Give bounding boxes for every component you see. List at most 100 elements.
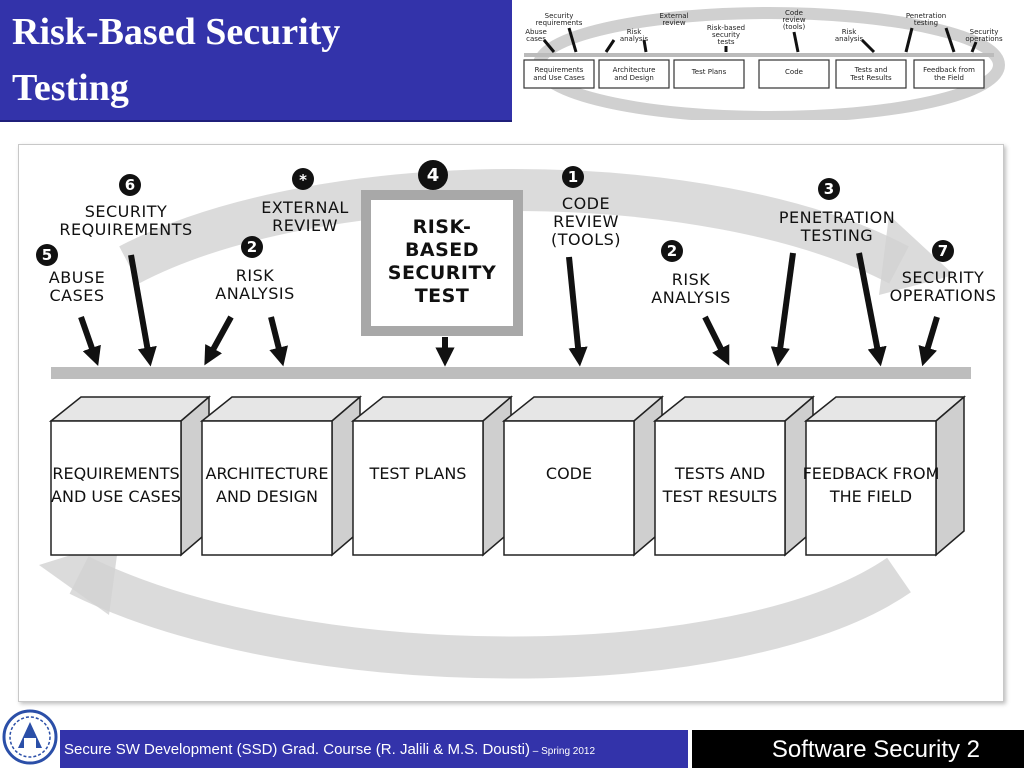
box-test-plans	[350, 395, 514, 557]
arrow-risk-analysis-2	[702, 315, 730, 366]
box-architecture	[199, 395, 363, 557]
arrow-penetration-testing-b	[856, 252, 887, 367]
footer-slide-label: Software Security 2	[771, 736, 980, 763]
thumb-box	[758, 59, 830, 89]
badge-asterisk-text: *	[299, 171, 307, 189]
thumb-box-label: Tests and	[854, 66, 888, 74]
footer-semester: – Spring 2012	[529, 746, 596, 757]
footer-paren: )	[524, 741, 530, 758]
thumb-box-label: Architecture	[613, 66, 656, 74]
footer-bar	[60, 730, 688, 768]
badge-3	[818, 178, 840, 200]
label-risk-analysis-2-l2: ANALYSIS	[651, 288, 730, 307]
thumb-box-label: Requirements	[535, 66, 584, 74]
box-requirements	[48, 395, 212, 557]
arrow-risk-analysis-1b	[268, 316, 288, 367]
box-label: TEST PLANS	[369, 464, 467, 483]
thumb-box-label: and Design	[614, 74, 654, 82]
badge-3-text: 3	[824, 180, 834, 198]
badge-4	[418, 160, 448, 190]
badge-5-text: 5	[42, 246, 52, 264]
thumb-shelf	[524, 53, 994, 57]
thumb-label: Security	[970, 28, 999, 36]
label-rbst-l3: SECURITY	[388, 262, 496, 284]
touchpoint-labels: SECURITY REQUIREMENTS ABUSE CASES EXTERN…	[49, 194, 997, 307]
thumb-label: testing	[914, 19, 938, 27]
shelf-bar	[51, 367, 971, 379]
thumb-label: Security	[545, 12, 574, 20]
badge-asterisk	[292, 168, 314, 190]
label-risk-analysis-1-l1: RISK	[236, 266, 274, 285]
footer-right-box	[692, 730, 1024, 768]
thumb-label: review	[662, 19, 685, 27]
badge-2a-text: 2	[247, 238, 257, 256]
badge-1	[562, 166, 584, 188]
thumb-label: Risk	[627, 28, 642, 36]
badge-2b	[661, 240, 683, 262]
label-risk-analysis-1-l2: ANALYSIS	[215, 284, 294, 303]
box-code	[501, 395, 665, 557]
thumb-box-label: the Field	[934, 74, 964, 82]
label-abuse-cases-l1: ABUSE	[49, 268, 105, 287]
badge-1-text: 1	[568, 168, 578, 186]
box-label: THE FIELD	[829, 487, 912, 506]
arrow-abuse-cases	[78, 316, 101, 367]
badge-2a	[241, 236, 263, 258]
label-risk-analysis-2-l1: RISK	[672, 270, 710, 289]
thumb-label: analysis	[835, 35, 864, 43]
thumb-box-label: Test Plans	[691, 68, 727, 76]
thumb-label: Penetration	[906, 12, 946, 20]
thumb-label: cases	[526, 35, 546, 43]
thumb-box-label: Code	[785, 68, 803, 76]
badge-7-text: 7	[938, 242, 948, 260]
badge-6-text: 6	[125, 176, 135, 194]
label-external-review-l1: EXTERNAL	[261, 198, 349, 217]
label-penetration-testing-l1: PENETRATION	[779, 208, 895, 227]
thumb-label: tests	[717, 38, 734, 46]
thumb-label: Risk-based	[707, 24, 745, 32]
thumb-label: operations	[965, 35, 1003, 43]
thumb-label: External	[659, 12, 688, 20]
title-box: Risk-Based Security Testing	[0, 0, 512, 122]
thumb-box	[913, 59, 985, 89]
diagram-thumbnail: Security requirements External review Ri…	[514, 0, 1024, 120]
thumb-label: requirements	[536, 19, 583, 27]
label-code-review-l2: REVIEW	[553, 212, 619, 231]
box-label: FEEDBACK FROM	[803, 464, 940, 483]
slide-title-line-1: Risk-Based Security	[12, 11, 341, 53]
lifecycle-box-labels: REQUIREMENTS AND USE CASES ARCHITECTURE …	[51, 464, 939, 506]
lifecycle-boxes	[48, 395, 967, 557]
thumb-box	[598, 59, 670, 89]
label-security-operations-l1: SECURITY	[902, 268, 985, 287]
thumb-label: Abuse	[525, 28, 547, 36]
thumb-box	[835, 59, 907, 89]
thumb-label: analysis	[620, 35, 649, 43]
badge-6	[119, 174, 141, 196]
arrow-risk-analysis-1a	[204, 315, 234, 366]
arrow-security-requirements	[128, 254, 157, 367]
label-security-operations-l2: OPERATIONS	[890, 286, 997, 305]
thumb-label: Risk	[842, 28, 857, 36]
thumb-boxes: Requirements and Use Cases Architecture …	[523, 59, 985, 89]
label-rbst-l2: BASED	[405, 239, 479, 261]
label-security-requirements-l1: SECURITY	[85, 202, 168, 221]
label-rbst-l4: TEST	[415, 285, 470, 307]
risk-based-test-frame: RISK- BASED SECURITY TEST	[361, 190, 523, 336]
box-label: AND USE CASES	[51, 487, 181, 506]
box-feedback	[803, 395, 967, 557]
thumb-arrows	[542, 27, 978, 54]
badge-7	[932, 240, 954, 262]
label-code-review-l3: (TOOLS)	[551, 230, 621, 249]
label-external-review-l2: REVIEW	[272, 216, 338, 235]
arrow-security-operations	[918, 316, 940, 367]
touchpoint-arrows	[78, 252, 940, 367]
box-label: TESTS AND	[674, 464, 765, 483]
university-logo	[2, 708, 58, 766]
cycle-arrowhead-left	[39, 540, 119, 615]
box-label: ARCHITECTURE	[206, 464, 329, 483]
thumb-label: Code	[785, 9, 803, 17]
label-penetration-testing-l2: TESTING	[800, 226, 873, 245]
box-label: REQUIREMENTS	[52, 464, 179, 483]
thumb-label: security	[712, 31, 740, 39]
thumb-label: (tools)	[783, 23, 806, 31]
